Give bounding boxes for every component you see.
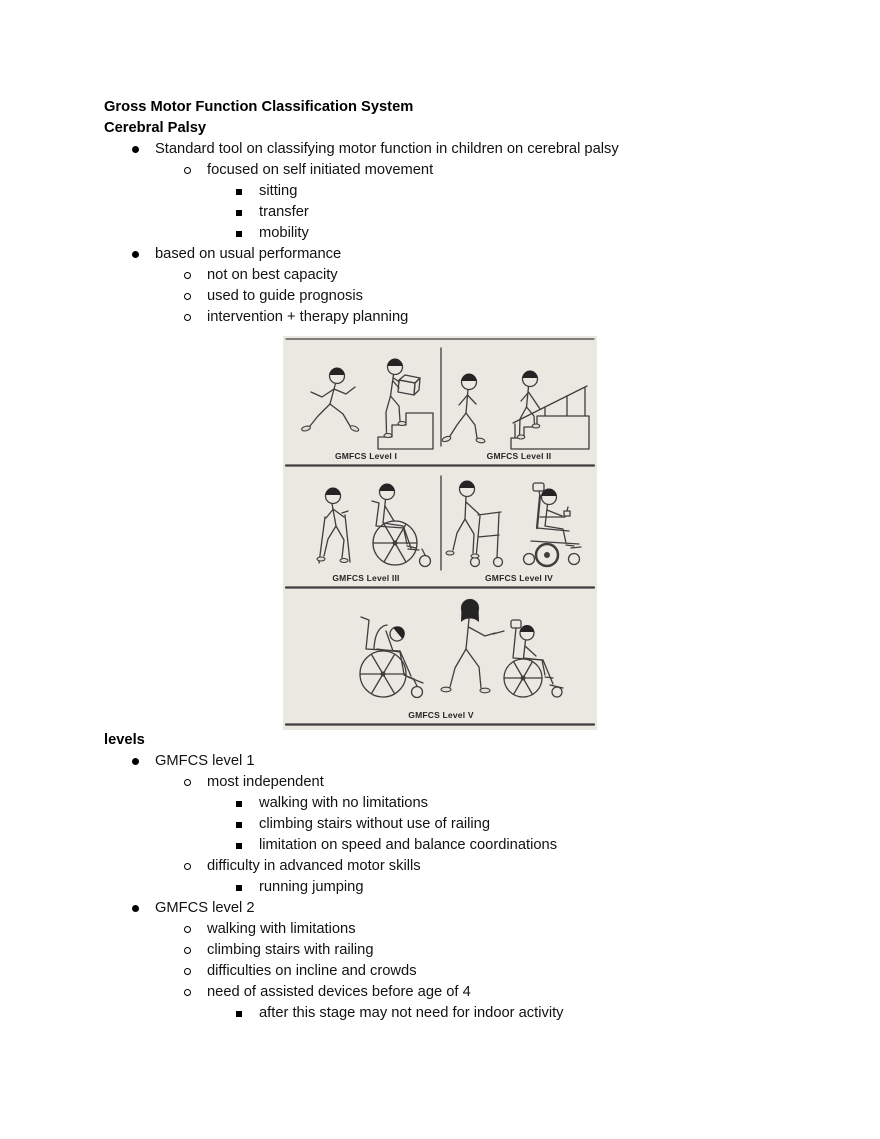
circle-bullet-icon — [184, 167, 191, 174]
list-item: not on best capacity — [104, 265, 820, 286]
square-bullet-icon — [236, 209, 242, 216]
child-in-manual-wheelchair-figure — [371, 483, 432, 568]
doc-subtitle: Cerebral Palsy — [104, 120, 207, 136]
list-item: walking with limitations — [104, 919, 820, 940]
list-item: need of assisted devices before age of 4 — [104, 982, 820, 1003]
list-item: used to guide prognosis — [104, 286, 820, 307]
list-item: GMFCS level 2 — [104, 898, 820, 919]
list-item-text: focused on self initiated movement — [207, 162, 434, 178]
square-bullet-icon — [236, 821, 242, 828]
circle-bullet-icon — [184, 989, 191, 996]
list-item-text: difficulties on incline and crowds — [207, 963, 417, 979]
circle-bullet-icon — [184, 926, 191, 933]
circle-bullet-icon — [184, 863, 191, 870]
list-item: focused on self initiated movement — [104, 160, 820, 181]
gmfcs-levels-figure: GMFCS Level I — [283, 336, 597, 730]
list-item-text: after this stage may not need for indoor… — [259, 1005, 564, 1021]
list-item-text: Standard tool on classifying motor funct… — [155, 141, 619, 157]
list-item: mobility — [104, 223, 820, 244]
list-item: climbing stairs with railing — [104, 940, 820, 961]
list-item: transfer — [104, 202, 820, 223]
gmfcs-level-1-panel: GMFCS Level I — [301, 358, 434, 461]
gmfcs-level-3-label: GMFCS Level III — [332, 573, 399, 583]
list-item-text: most independent — [207, 774, 324, 790]
list-item: based on usual performance — [104, 244, 820, 265]
circle-bullet-icon — [184, 314, 191, 321]
list-item: walking with no limitations — [104, 793, 820, 814]
list-item-text: not on best capacity — [207, 267, 338, 283]
circle-bullet-icon — [184, 779, 191, 786]
list-item: difficulty in advanced motor skills — [104, 856, 820, 877]
list-item-text: intervention + therapy planning — [207, 309, 409, 325]
list-item-text: based on usual performance — [155, 246, 342, 262]
list-item: sitting — [104, 181, 820, 202]
list-item: climbing stairs without use of railing — [104, 814, 820, 835]
square-bullet-icon — [236, 188, 242, 195]
gmfcs-level-2-panel: GMFCS Level II — [441, 370, 590, 461]
list-item: limitation on speed and balance coordina… — [104, 835, 820, 856]
list-item-text: mobility — [259, 225, 309, 241]
list-item-text: limitation on speed and balance coordina… — [259, 837, 558, 853]
gmfcs-level-4-panel: GMFCS Level IV — [445, 480, 582, 583]
doc-title: Gross Motor Function Classification Syst… — [104, 99, 414, 115]
list-item-text: need of assisted devices before age of 4 — [207, 984, 471, 1000]
stair-climbing-child-with-box-figure — [377, 358, 434, 450]
adult-pushing-wheelchair-figure — [440, 598, 564, 698]
list-item-text: difficulty in advanced motor skills — [207, 858, 421, 874]
circle-bullet-icon — [184, 968, 191, 975]
running-child-figure — [301, 367, 360, 432]
square-bullet-icon — [236, 842, 242, 849]
list-item: running jumping — [104, 877, 820, 898]
square-bullet-icon — [236, 884, 242, 891]
list-item: GMFCS level 1 — [104, 751, 820, 772]
disc-bullet-icon — [132, 251, 139, 258]
gmfcs-level-3-panel: GMFCS Level III — [316, 483, 432, 583]
gmfcs-figure-image: GMFCS Level I — [283, 336, 597, 730]
document-page: Gross Motor Function Classification Syst… — [104, 99, 820, 1024]
gmfcs-level-2-label: GMFCS Level II — [487, 451, 552, 461]
list-item-text: GMFCS level 2 — [155, 900, 255, 916]
gmfcs-level-4-label: GMFCS Level IV — [485, 573, 553, 583]
figure-background — [283, 336, 597, 730]
gmfcs-level-5-panel: GMFCS Level V — [359, 598, 564, 720]
square-bullet-icon — [236, 800, 242, 807]
circle-bullet-icon — [184, 947, 191, 954]
list-item-text: climbing stairs without use of railing — [259, 816, 491, 832]
square-bullet-icon — [236, 1010, 242, 1017]
disc-bullet-icon — [132, 758, 139, 765]
list-item: difficulties on incline and crowds — [104, 961, 820, 982]
list-item-text: running jumping — [259, 879, 364, 895]
list-item: most independent — [104, 772, 820, 793]
child-in-power-wheelchair-figure — [522, 482, 582, 568]
square-bullet-icon — [236, 230, 242, 237]
walking-child-figure — [441, 373, 486, 444]
list-item-text: climbing stairs with railing — [207, 942, 374, 958]
list-item-text: GMFCS level 1 — [155, 753, 255, 769]
circle-bullet-icon — [184, 272, 191, 279]
circle-bullet-icon — [184, 293, 191, 300]
disc-bullet-icon — [132, 146, 139, 153]
list-item-text: sitting — [259, 183, 298, 199]
list-item: intervention + therapy planning — [104, 307, 820, 328]
disc-bullet-icon — [132, 905, 139, 912]
levels-heading: levels — [104, 732, 145, 748]
list-item: Standard tool on classifying motor funct… — [104, 139, 820, 160]
child-with-walker-figure — [445, 480, 504, 568]
list-item-text: walking with limitations — [207, 921, 356, 937]
gmfcs-level-5-label: GMFCS Level V — [408, 710, 474, 720]
list-item: after this stage may not need for indoor… — [104, 1003, 820, 1024]
list-item-text: used to guide prognosis — [207, 288, 363, 304]
list-item-text: walking with no limitations — [259, 795, 428, 811]
child-with-crutches-figure — [316, 487, 351, 564]
stairs-with-railing-child-figure — [510, 370, 590, 450]
slumped-child-in-wheelchair-figure — [359, 616, 424, 699]
gmfcs-level-1-label: GMFCS Level I — [335, 451, 397, 461]
list-item-text: transfer — [259, 204, 309, 220]
